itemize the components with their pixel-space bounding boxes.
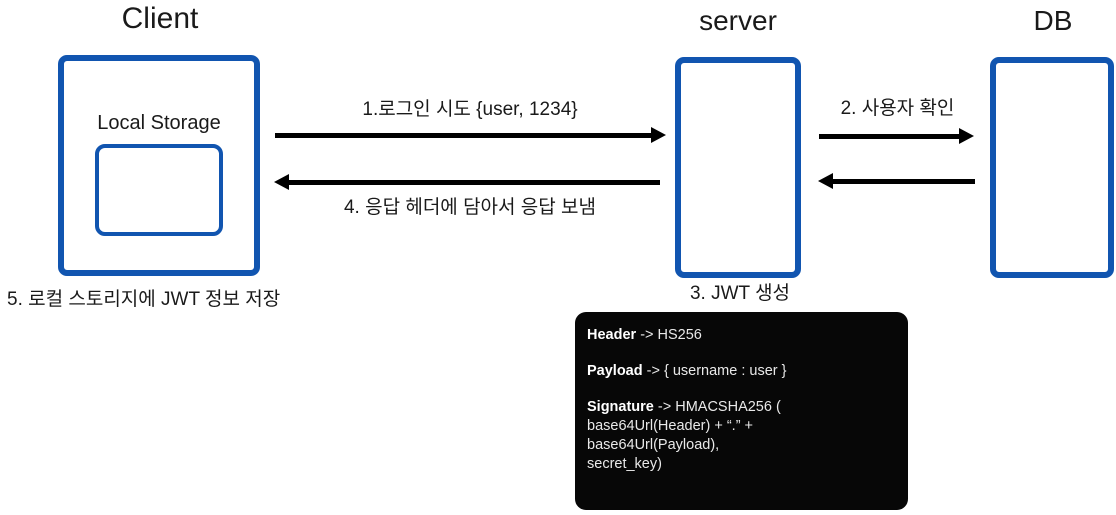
db-box [990, 57, 1114, 278]
arrow-2-head-right-icon [959, 128, 974, 144]
jwt-signature-continuation-2: base64Url(Payload), [587, 437, 720, 453]
arrow-1-line [275, 133, 653, 138]
step-3-annotation: 3. JWT 생성 [689, 283, 791, 304]
jwt-header-key: Header [587, 327, 637, 343]
arrow-2-return-line [833, 179, 975, 184]
jwt-signature-continuation-1: base64Url(Header) + “.” + [587, 418, 754, 434]
local-storage-box [95, 144, 223, 236]
jwt-payload-value: -> { username : user } [646, 363, 787, 379]
jwt-row-header: Header -> HS256 [587, 326, 908, 345]
client-title: Client [121, 2, 199, 35]
jwt-row-payload: Payload -> { username : user } [587, 362, 908, 381]
jwt-row-signature: Signature -> HMACSHA256 ( base64Url(Head… [587, 398, 908, 474]
jwt-detail-panel: Header -> HS256 Payload -> { username : … [575, 312, 908, 510]
local-storage-label: Local Storage [97, 112, 221, 134]
step-5-annotation: 5. 로컬 스토리지에 JWT 정보 저장 [7, 289, 281, 310]
jwt-signature-key: Signature [587, 399, 654, 415]
db-title: DB [1033, 5, 1073, 36]
arrow-4-head-left-icon [274, 174, 289, 190]
arrow-4-line [289, 180, 660, 185]
arrow-1-label: 1.로그인 시도 {user, 1234} [362, 99, 578, 120]
server-title: server [699, 5, 777, 36]
client-box [58, 55, 260, 276]
arrow-2-label: 2. 사용자 확인 [840, 98, 955, 119]
arrow-2-return-head-left-icon [818, 173, 833, 189]
jwt-signature-value: -> HMACSHA256 ( [657, 399, 781, 415]
arrow-4-label: 4. 응답 헤더에 담아서 응답 보냄 [343, 197, 596, 218]
arrow-1-head-right-icon [651, 127, 666, 143]
jwt-signature-continuation-3: secret_key) [587, 456, 662, 472]
server-box [675, 57, 801, 278]
jwt-header-value: -> HS256 [640, 327, 702, 343]
jwt-payload-key: Payload [587, 363, 643, 379]
arrow-2-line [819, 134, 961, 139]
